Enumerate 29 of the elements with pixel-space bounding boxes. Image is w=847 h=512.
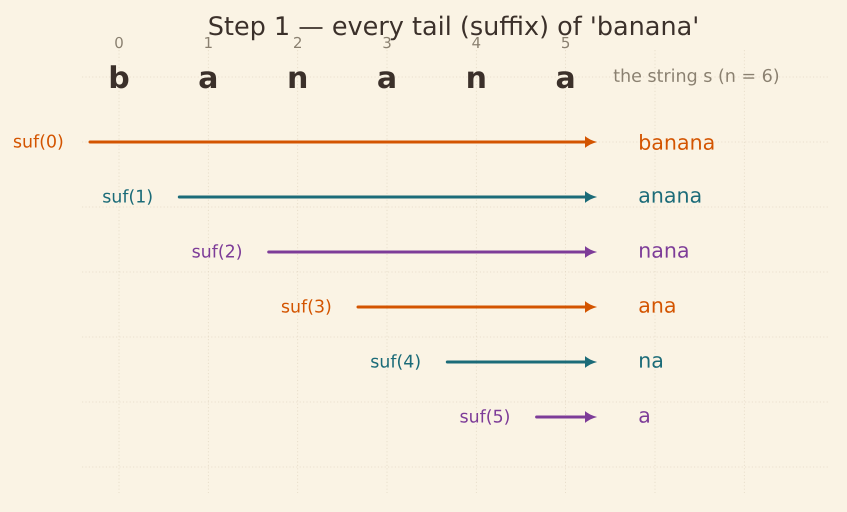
arrow [88,137,594,147]
string-letter: a [556,71,574,88]
suffix-text: ana [639,301,675,313]
suffix-text: anana [639,191,700,203]
string-letter: a [378,71,395,88]
index-number: 5 [562,37,570,48]
index-number: 1 [205,37,212,48]
suffix-text: na [640,356,662,368]
string-label: the string s (n = 6) [614,68,778,86]
string-letter: n [290,71,306,88]
suffix-start-label: suf(5) [460,409,509,425]
string-letter: a [199,71,216,88]
suffix-text: banana [640,134,714,150]
suffix-start-label: suf(2) [192,244,241,260]
suffix-start-label: suf(1) [103,189,152,205]
arrow [267,247,594,257]
suffix-start-label: suf(4) [371,354,420,370]
suffix-start-label: suf(3) [282,299,330,315]
index-number: 0 [115,36,123,48]
arrow [446,357,594,367]
string-letter: n [468,71,485,88]
arrow [356,302,594,312]
suffix-start-label: suf(0) [14,134,62,150]
string-letter: b [110,65,128,88]
arrow [535,412,594,422]
arrow [178,192,594,202]
suffix-text: a [639,411,649,423]
suffix-text: nana [640,246,688,258]
index-number: 4 [472,37,480,48]
